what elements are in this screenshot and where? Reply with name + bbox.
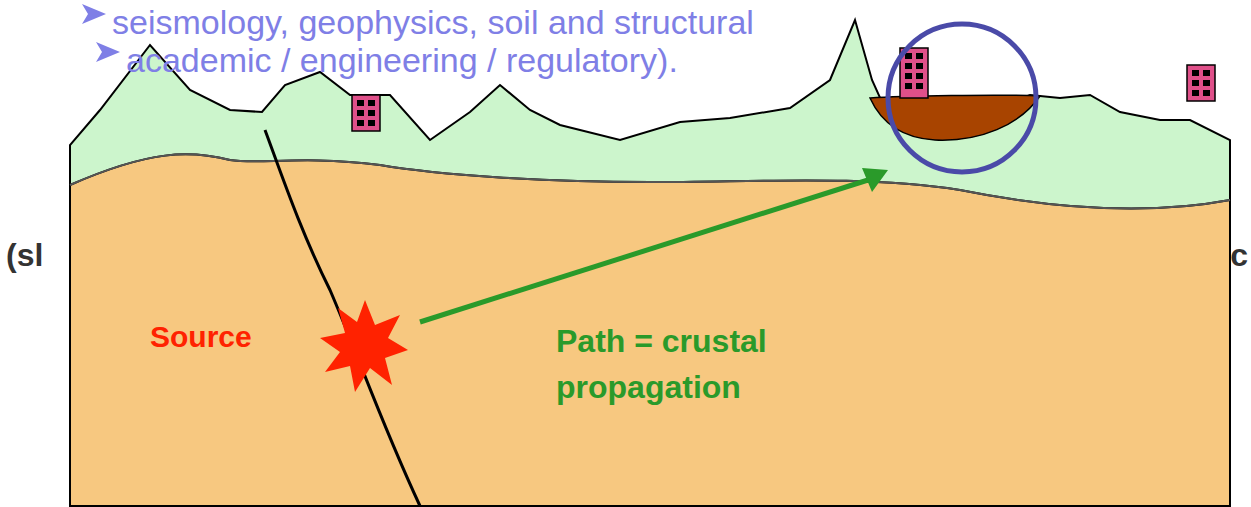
source-label: Source: [150, 315, 252, 359]
source-star: [320, 300, 408, 392]
bullet-arrow: [96, 42, 120, 62]
surface-layer: [70, 20, 1230, 209]
path-label: Path = crustal propagation: [556, 318, 946, 411]
arrow-head: [862, 168, 888, 192]
site-circle: [888, 24, 1036, 172]
bullet-text: academic / engineering / regulatory).: [126, 36, 678, 85]
fault-line: [265, 130, 420, 506]
path-arrow: [420, 180, 868, 322]
bullet-arrow: [82, 4, 106, 24]
layer-boundary: [70, 154, 1230, 208]
partial-heading: (sl: [6, 232, 43, 278]
bullet-text: seismology, geophysics, soil and structu…: [112, 0, 754, 47]
partial-heading: c: [1230, 232, 1248, 278]
